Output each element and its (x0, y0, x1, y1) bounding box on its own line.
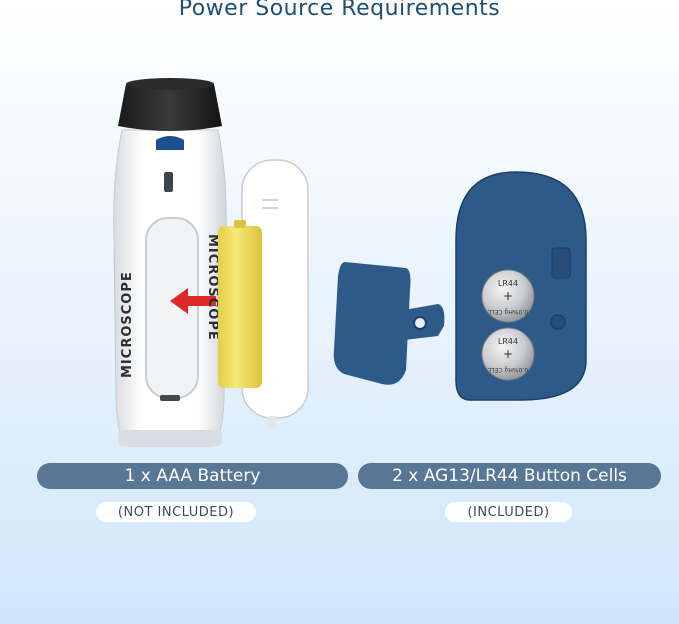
coin-cell-2-chem: 0.0%Hg CELL (487, 366, 528, 373)
coin-cell-1: LR44 + 0.0%Hg CELL (481, 269, 535, 323)
included-badge: (INCLUDED) (445, 502, 572, 522)
coin-cell-1-plus: + (503, 289, 513, 303)
coin-cell-1-chem: 0.0%Hg CELL (487, 308, 528, 315)
page-title: Power Source Requirements (178, 0, 501, 21)
aaa-battery (218, 220, 262, 388)
coin-cell-1-label: LR44 (498, 279, 518, 288)
coin-cell-2-plus: + (503, 347, 513, 361)
coin-cell-2: LR44 + 0.0%Hg CELL (481, 327, 535, 381)
microscope-brand-right: MICROSCOPE (205, 234, 220, 341)
button-cells-label: 2 x AG13/LR44 Button Cells (358, 463, 661, 489)
aaa-battery-label: 1 x AAA Battery (37, 463, 348, 489)
microscope-brand-left: MICROSCOPE (120, 271, 135, 378)
insert-arrow (170, 288, 216, 314)
button-cell-tab (333, 262, 445, 385)
button-cell-cover: LR44 + 0.0%Hg CELL LR44 + 0.0%Hg CELL (455, 171, 587, 401)
microscope: MICROSCOPE MICROSCOPE (113, 78, 227, 447)
not-included-badge: (NOT INCLUDED) (96, 502, 256, 522)
coin-cell-2-label: LR44 (498, 337, 518, 346)
